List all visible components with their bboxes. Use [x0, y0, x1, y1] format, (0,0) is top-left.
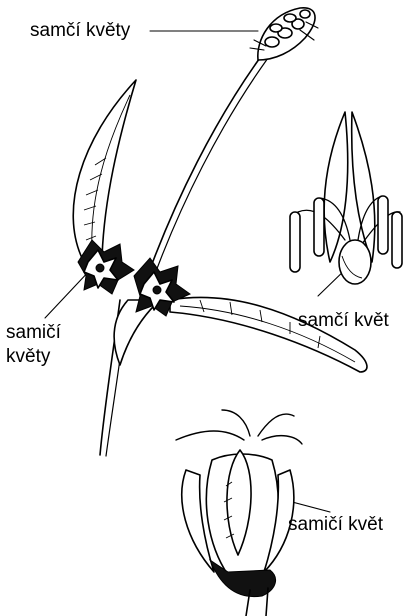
- label-female-flowers-line1: samičí: [6, 322, 61, 344]
- male-flower-detail: [290, 112, 402, 284]
- leader-female-flowers: [45, 268, 92, 318]
- label-female-flower: samičí květ: [288, 514, 383, 536]
- leaf-right: [170, 297, 367, 372]
- leaf-upper-left: [73, 80, 136, 258]
- male-spike: [250, 8, 318, 60]
- female-flower-detail: [176, 410, 302, 616]
- female-flower-cluster-left: [78, 240, 134, 294]
- label-male-flowers: samčí květy: [30, 20, 130, 42]
- label-female-flowers-line2: květy: [6, 346, 50, 368]
- label-male-flower: samčí květ: [298, 310, 389, 332]
- flower-stalk: [146, 55, 262, 280]
